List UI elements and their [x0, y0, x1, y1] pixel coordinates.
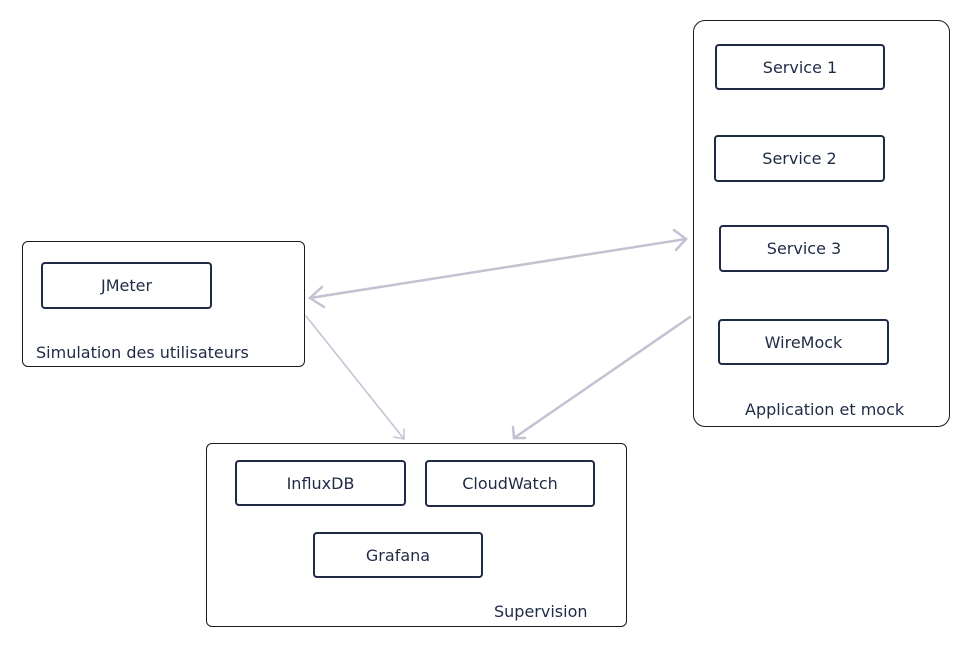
- node-wiremock[interactable]: WireMock: [718, 319, 889, 365]
- group-supervision-label: Supervision: [494, 602, 588, 621]
- node-grafana[interactable]: Grafana: [313, 532, 483, 578]
- arrowhead-to-users: [307, 285, 326, 309]
- arrowhead-to-app: [672, 228, 688, 252]
- group-application-mock: Service 1 Service 2 Service 3 WireMock A…: [693, 20, 950, 427]
- group-users-simulation: JMeter Simulation des utilisateurs: [22, 241, 305, 367]
- group-users-label: Simulation des utilisateurs: [36, 343, 249, 362]
- edge-app-supervision: [512, 315, 692, 440]
- node-service-3[interactable]: Service 3: [719, 225, 889, 272]
- group-app-label: Application et mock: [745, 400, 905, 419]
- edge-users-supervision: [305, 315, 405, 440]
- arrowhead-to-supervision-right: [511, 425, 527, 440]
- edge-users-app: [308, 237, 688, 300]
- node-cloudwatch[interactable]: CloudWatch: [425, 460, 595, 507]
- node-service-2[interactable]: Service 2: [714, 135, 885, 182]
- arrowhead-to-supervision-left: [393, 428, 405, 440]
- node-influxdb[interactable]: InfluxDB: [235, 460, 406, 506]
- group-supervision: InfluxDB CloudWatch Grafana Supervision: [206, 443, 627, 627]
- node-jmeter[interactable]: JMeter: [41, 262, 212, 309]
- node-service-1[interactable]: Service 1: [715, 44, 885, 90]
